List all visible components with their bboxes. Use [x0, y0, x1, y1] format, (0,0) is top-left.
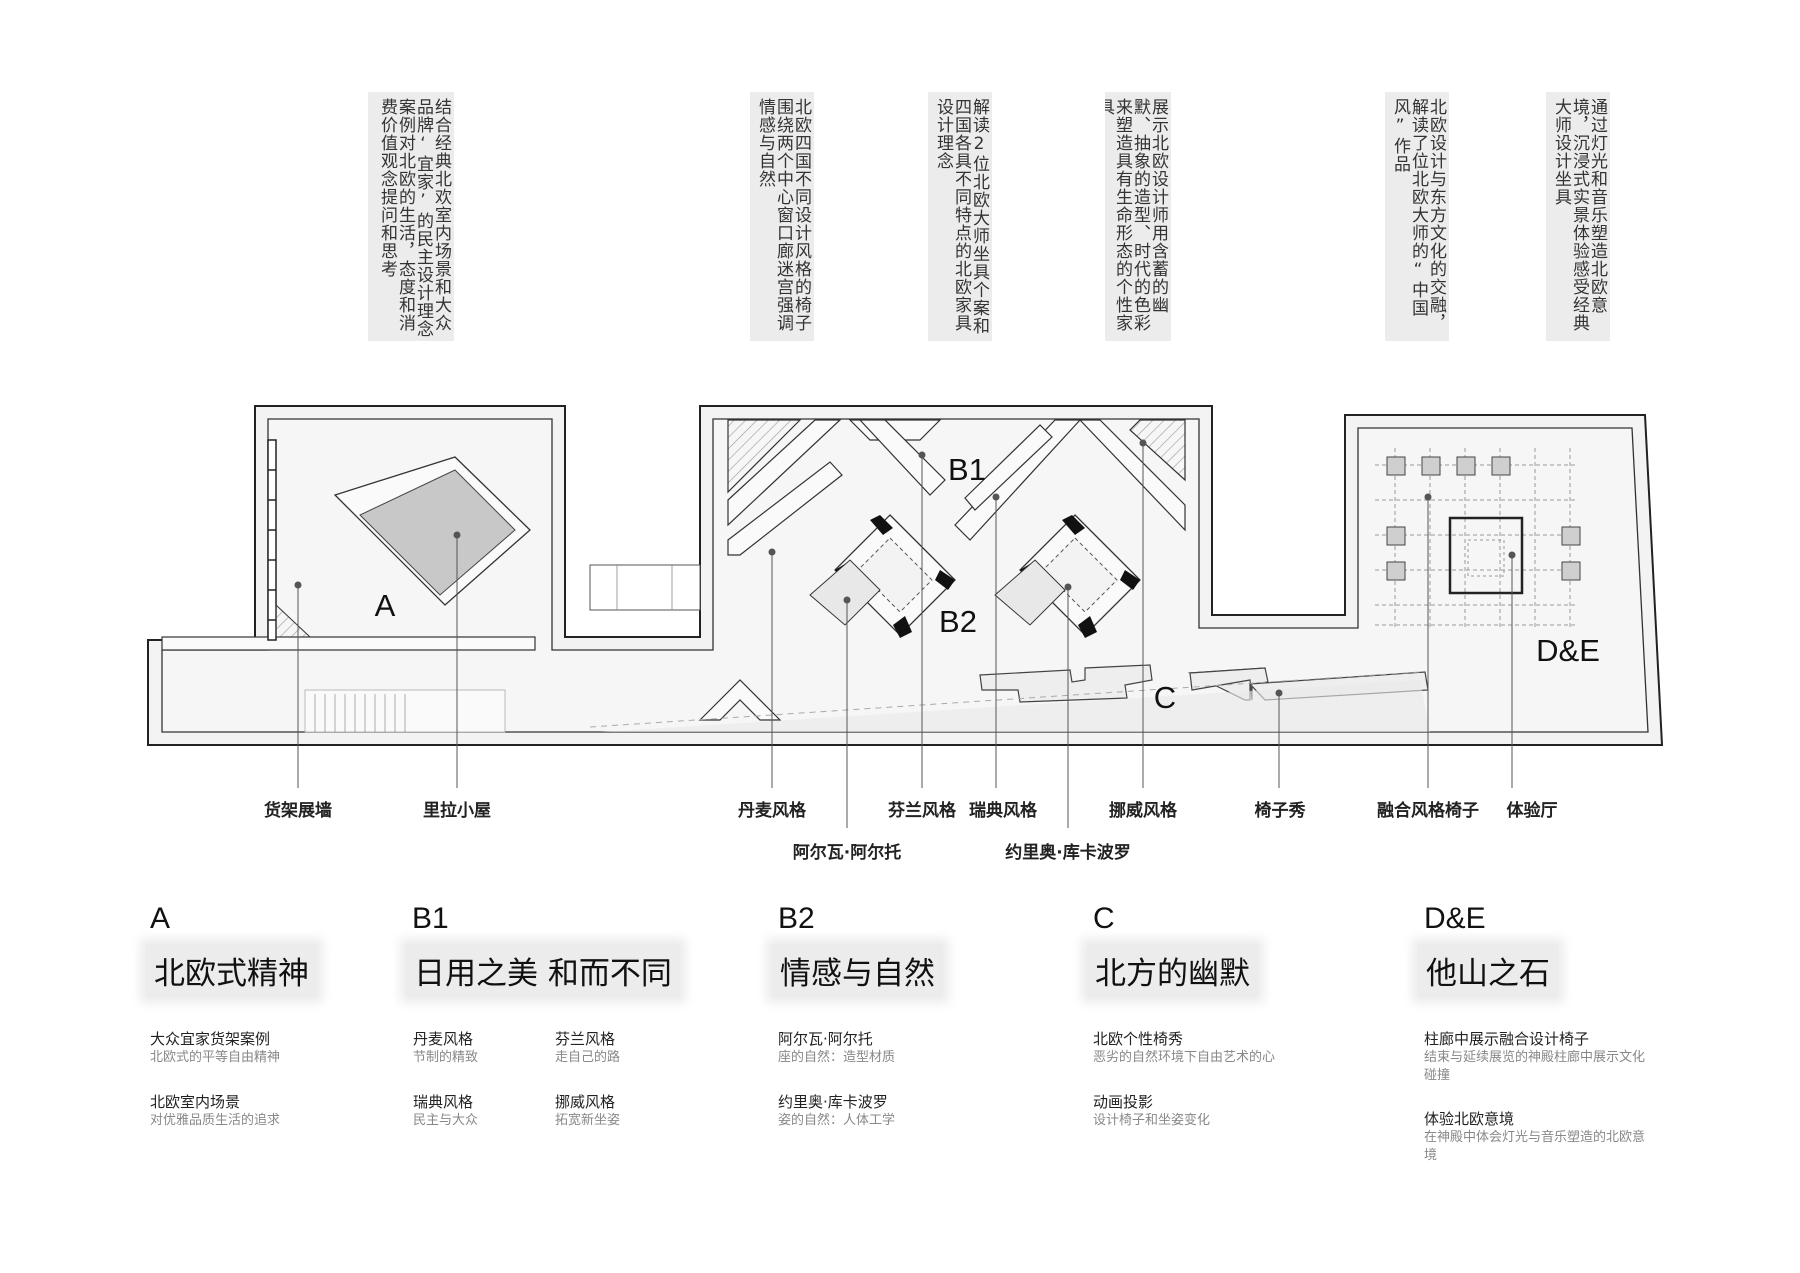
item-desc: 在神殿中体会灯光与音乐塑造的北欧意境 [1424, 1130, 1646, 1163]
item-title: 大众宜家货架案例 [150, 1030, 271, 1048]
callout-lila-house: 里拉小屋 [423, 801, 491, 821]
zone-label-b2: B2 [939, 604, 977, 639]
zone-label-b1: B1 [948, 452, 986, 487]
section-c-letter: C [1093, 902, 1115, 935]
section-c-item-2: 动画投影 设计椅子和坐姿变化 [1093, 1093, 1343, 1130]
shelf-rack [304, 689, 506, 733]
leader-lines [294, 439, 1516, 828]
colonnade-grid [1375, 448, 1575, 630]
bench [589, 564, 701, 611]
item-desc: 拓宽新坐姿 [555, 1113, 621, 1128]
partition-wall [161, 636, 536, 651]
description-b2: 解读2位北欧大师坐具个案和四国各具不同特点的北欧家具设计理念 [928, 92, 992, 341]
section-b1-item-1: 丹麦风格 节制的精致 [413, 1030, 543, 1067]
section-a-item-1: 大众宜家货架案例 北欧式的平等自由精神 [150, 1030, 400, 1067]
section-b1-item-3: 瑞典风格 民主与大众 [413, 1093, 543, 1130]
callout-sweden: 瑞典风格 [969, 801, 1037, 821]
section-b2-letter: B2 [778, 902, 815, 935]
item-title: 阿尔瓦·阿尔托 [778, 1030, 873, 1048]
zone-label-a: A [374, 588, 396, 623]
item-title: 挪威风格 [555, 1093, 616, 1111]
item-title: 约里奥·库卡波罗 [778, 1093, 888, 1111]
item-title: 芬兰风格 [555, 1030, 616, 1048]
item-desc: 节制的精致 [413, 1050, 479, 1065]
section-b1-letter: B1 [412, 902, 449, 935]
description-b1: 北欧四国不同设计风格的椅子围绕两个中心窗口廊迷宫强调情感与自然 [750, 92, 814, 341]
section-b2-item-2: 约里奥·库卡波罗 姿的自然：人体工学 [778, 1093, 1028, 1130]
description-a: 结合经典北欢室内场景和大众品牌‘宜家’的民主设计理念案例对北欧的生活，态度和消费… [368, 92, 454, 341]
experience-hall [1448, 516, 1524, 595]
callout-shelf-wall: 货架展墙 [264, 801, 332, 821]
callout-aalto: 阿尔瓦·阿尔托 [792, 843, 902, 863]
visitor-path [589, 671, 1421, 728]
section-de-title: 他山之石 [1418, 944, 1558, 997]
item-desc: 走自己的路 [555, 1050, 621, 1065]
item-title: 动画投影 [1093, 1093, 1154, 1111]
description-d: 北欧设计与东方文化的交融，解读了位北欧大师的“中国风”作品 [1385, 92, 1449, 341]
item-desc: 座的自然：造型材质 [778, 1050, 896, 1065]
b2-left-frame [809, 514, 956, 638]
zone-label-de: D&E [1536, 633, 1600, 668]
item-title: 北欧个性椅秀 [1093, 1030, 1184, 1048]
section-b2-item-1: 阿尔瓦·阿尔托 座的自然：造型材质 [778, 1030, 1028, 1067]
callout-norway: 挪威风格 [1109, 801, 1177, 821]
item-desc: 结束与延续展览的神殿柱廊中展示文化碰撞 [1424, 1050, 1646, 1083]
item-desc: 对优雅品质生活的追求 [150, 1113, 281, 1128]
lila-house [333, 456, 531, 606]
item-desc: 北欧式的平等自由精神 [150, 1050, 281, 1065]
callout-chair-show: 椅子秀 [1254, 801, 1306, 821]
item-desc: 设计椅子和坐姿变化 [1093, 1113, 1211, 1128]
callout-finland: 芬兰风格 [888, 801, 956, 821]
item-title: 丹麦风格 [413, 1030, 474, 1048]
section-b1-title: 日用之美 和而不同 [406, 944, 680, 997]
section-a-title: 北欧式精神 [146, 944, 317, 997]
section-c-title: 北方的幽默 [1087, 944, 1258, 997]
callout-denmark: 丹麦风格 [738, 801, 806, 821]
callout-kukkapuro: 约里奥·库卡波罗 [1005, 843, 1131, 863]
section-c-item-1: 北欧个性椅秀 恶劣的自然环境下自由艺术的心 [1093, 1030, 1343, 1067]
zone-label-c: C [1153, 680, 1177, 715]
item-desc: 恶劣的自然环境下自由艺术的心 [1093, 1050, 1276, 1065]
item-title: 北欧室内场景 [150, 1093, 241, 1111]
b2-right-frame [994, 514, 1141, 638]
item-desc: 姿的自然：人体工学 [778, 1113, 896, 1128]
b1-maze [698, 419, 1186, 721]
section-b2-title: 情感与自然 [772, 944, 943, 997]
callout-fusion-chairs: 融合风格椅子 [1377, 801, 1479, 821]
callout-experience-hall: 体验厅 [1506, 801, 1558, 821]
section-de-item-2: 体验北欧意境 在神殿中体会灯光与音乐塑造的北欧意境 [1424, 1110, 1654, 1165]
colonnade-columns [1386, 456, 1581, 581]
section-a-item-2: 北欧室内场景 对优雅品质生活的追求 [150, 1093, 400, 1130]
item-title: 柱廊中展示融合设计椅子 [1424, 1030, 1590, 1048]
section-de-letter: D&E [1424, 902, 1486, 935]
description-e: 通过灯光和音乐塑造北欧意境，沉浸式实景体验感受经典大师设计坐具 [1546, 92, 1610, 341]
item-desc: 民主与大众 [413, 1113, 479, 1128]
section-de-item-1: 柱廊中展示融合设计椅子 结束与延续展览的神殿柱廊中展示文化碰撞 [1424, 1030, 1654, 1085]
section-b1-item-4: 挪威风格 拓宽新坐姿 [555, 1093, 685, 1130]
section-b1-item-2: 芬兰风格 走自己的路 [555, 1030, 685, 1067]
item-title: 瑞典风格 [413, 1093, 474, 1111]
section-a-letter: A [150, 902, 171, 935]
description-c: 展示北欧设计师用含蓄的幽默、抽象的造型、时代的色彩来塑造具有生命形态的个性家具 [1105, 92, 1171, 341]
shelf-wall [267, 439, 312, 641]
item-title: 体验北欧意境 [1424, 1110, 1515, 1128]
